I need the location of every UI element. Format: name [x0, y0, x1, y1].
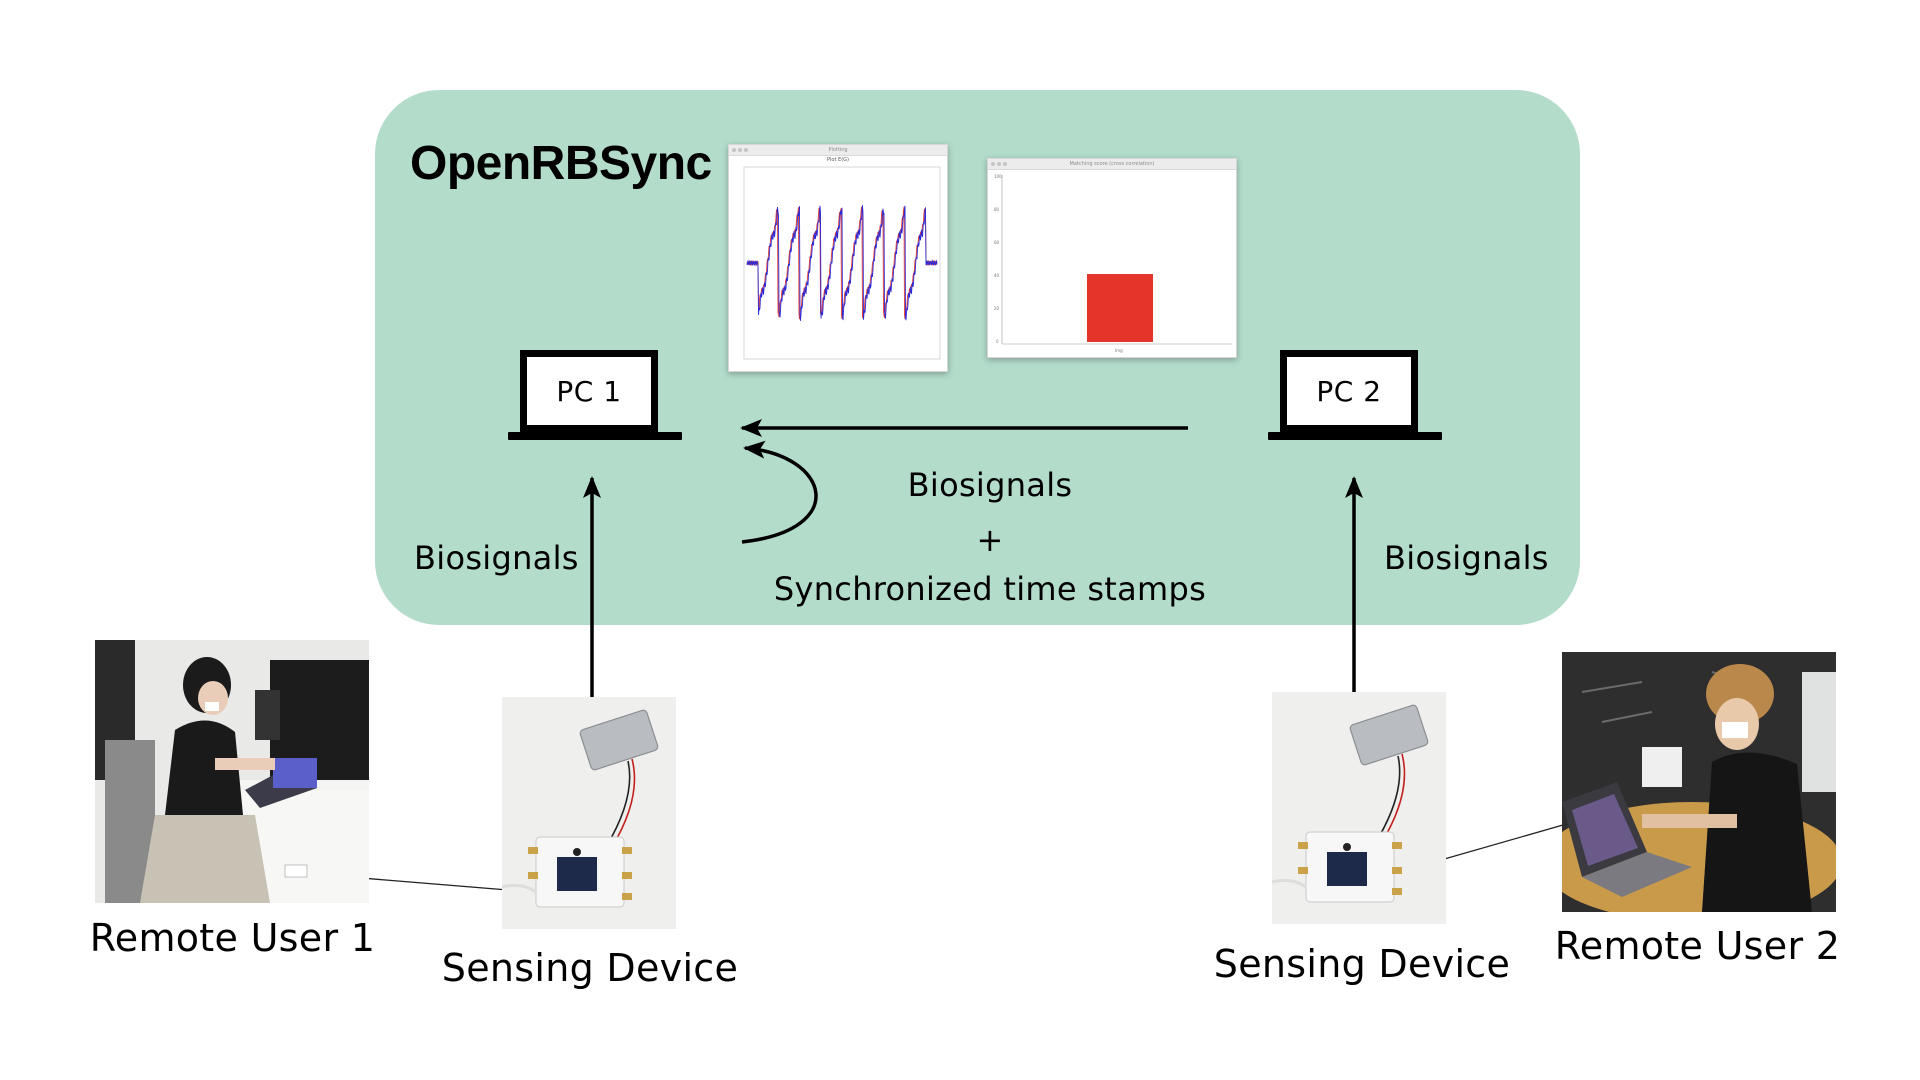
window-titlebar	[729, 145, 947, 156]
score-y-tick: 60	[994, 240, 1000, 245]
remote-user2-label: Remote User 2	[1554, 924, 1841, 968]
pc2-label: PC 2	[1316, 374, 1382, 408]
window-title: Matching score (cross correlation)	[1069, 161, 1155, 167]
device2-illustration	[1272, 692, 1446, 924]
remote-user2-photo	[1562, 652, 1836, 912]
remote-user1-label: Remote User 1	[89, 916, 376, 960]
remote-user1-photo	[95, 640, 369, 903]
score-y-tick: 80	[994, 207, 1000, 212]
window-titlebar	[988, 159, 1236, 170]
window-title: Plotting	[828, 147, 848, 153]
sensing-device1-label: Sensing Device	[441, 946, 739, 990]
signal-series-blue	[746, 205, 938, 321]
pc1-loop-arrow	[741, 440, 818, 544]
plot-title: Plot E(G)	[827, 157, 849, 163]
signal-plot	[743, 166, 941, 360]
score-y-tick: 40	[994, 273, 1000, 278]
sensing-device2-label: Sensing Device	[1213, 942, 1511, 986]
score-bar	[1087, 274, 1153, 342]
user2-scene-illustration	[1562, 652, 1836, 912]
pc2-input-label: Biosignals	[1384, 539, 1549, 577]
pc1-label: PC 1	[556, 374, 622, 408]
score-y-tick: 0	[996, 339, 999, 344]
sensing-device2-photo	[1272, 692, 1446, 924]
transfer-label-line2: Synchronized time stamps	[773, 570, 1207, 608]
laptop-base	[508, 432, 682, 440]
laptop-screen	[520, 350, 658, 432]
score-x-label: Img	[1115, 348, 1123, 353]
framework-title: OpenRBSync	[410, 137, 712, 190]
transfer-label-line1: Biosignals	[907, 466, 1073, 504]
pc1-input-label: Biosignals	[414, 539, 579, 577]
sensing-device1-photo	[502, 697, 676, 929]
score-y-tick: 20	[994, 306, 1000, 311]
score-plot	[1001, 175, 1232, 345]
transfer-label-plus: +	[976, 521, 1004, 559]
pc2-laptop: PC 2	[1268, 350, 1442, 440]
score-plot-window: Matching score (cross correlation) 100 8…	[987, 158, 1237, 358]
pc1-laptop: PC 1	[508, 350, 682, 440]
user1-scene-illustration	[95, 640, 369, 903]
signal-plot-window: Plotting Plot E(G)	[728, 144, 948, 372]
score-y-tick: 100	[994, 174, 1002, 179]
device1-illustration	[502, 697, 676, 929]
laptop-screen	[1280, 350, 1418, 432]
laptop-base	[1268, 432, 1442, 440]
